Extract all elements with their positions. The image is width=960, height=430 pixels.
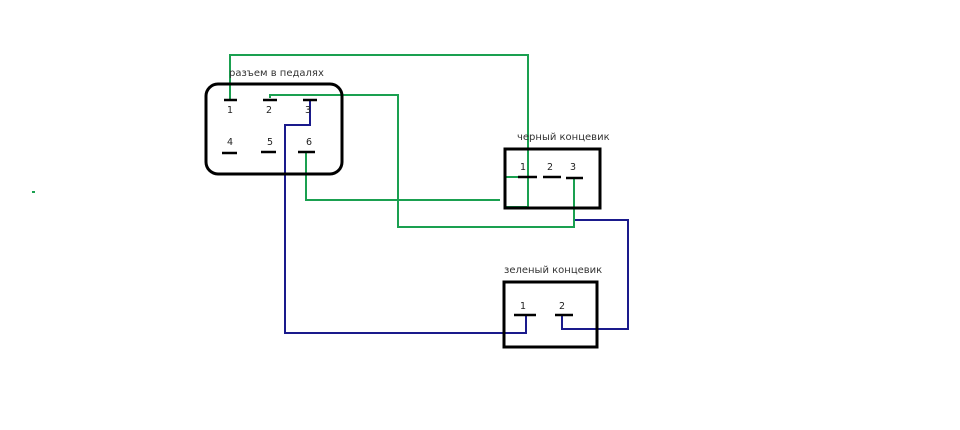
black-switch-pin-label-3: 3 [570, 162, 576, 173]
pedal-pin-label-4: 4 [227, 137, 233, 148]
pedal-connector-label: разъем в педалях [229, 68, 324, 79]
black-switch-pin-label-2: 2 [547, 162, 553, 173]
green-switch-label: зеленый концевик [504, 265, 602, 276]
black-switch-label: черный концевик [517, 132, 610, 143]
wires [32, 54, 629, 334]
blue-wire-pedal3-to-green1 [284, 100, 527, 334]
black-switch: черный концевик 1 2 3 [503, 132, 610, 210]
green-wire-pedal2-to-black3 [269, 94, 575, 228]
pedal-pin-label-6: 6 [306, 137, 312, 148]
pedal-pin-label-2: 2 [266, 105, 272, 116]
green-wire-pedal6-to-black [305, 152, 500, 201]
green-switch-body [502, 280, 599, 349]
pedal-connector-body [204, 82, 344, 176]
green-switch-pin-label-2: 2 [559, 301, 565, 312]
pedal-pin-label-1: 1 [227, 105, 233, 116]
pedal-pin-label-3: 3 [305, 105, 311, 116]
blue-wire-black3-to-green2 [561, 219, 629, 330]
black-switch-pin-label-1: 1 [520, 162, 526, 173]
black-switch-body [503, 147, 602, 210]
pedal-pin-label-5: 5 [267, 137, 273, 148]
green-switch-pin-label-1: 1 [520, 301, 526, 312]
pedal-connector: разъем в педалях 1 2 3 4 5 6 [204, 68, 344, 176]
green-switch: зеленый концевик 1 2 [502, 265, 602, 349]
